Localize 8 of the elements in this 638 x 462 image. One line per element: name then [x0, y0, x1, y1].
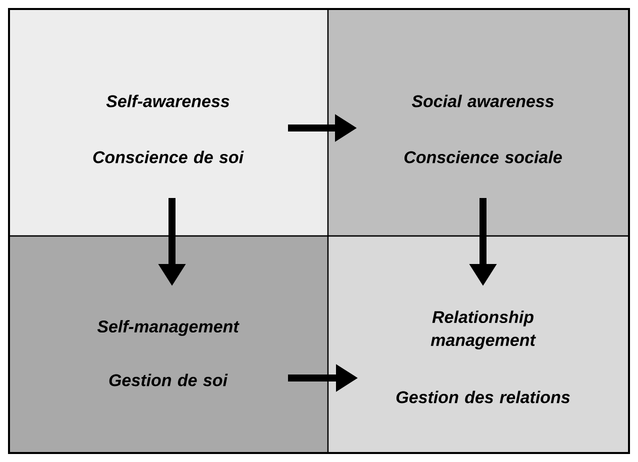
box-label: Self-management — [97, 320, 240, 336]
box-label: Conscience de soi — [93, 150, 244, 164]
box-label: Gestion des relations — [396, 390, 570, 404]
box-label: Self-awareness — [106, 94, 230, 108]
box-label: Conscience sociale — [404, 150, 562, 164]
box-label: Gestion de soi — [109, 374, 228, 386]
box-label: Relationship management — [430, 310, 536, 350]
box-label: Social awareness — [412, 94, 554, 108]
